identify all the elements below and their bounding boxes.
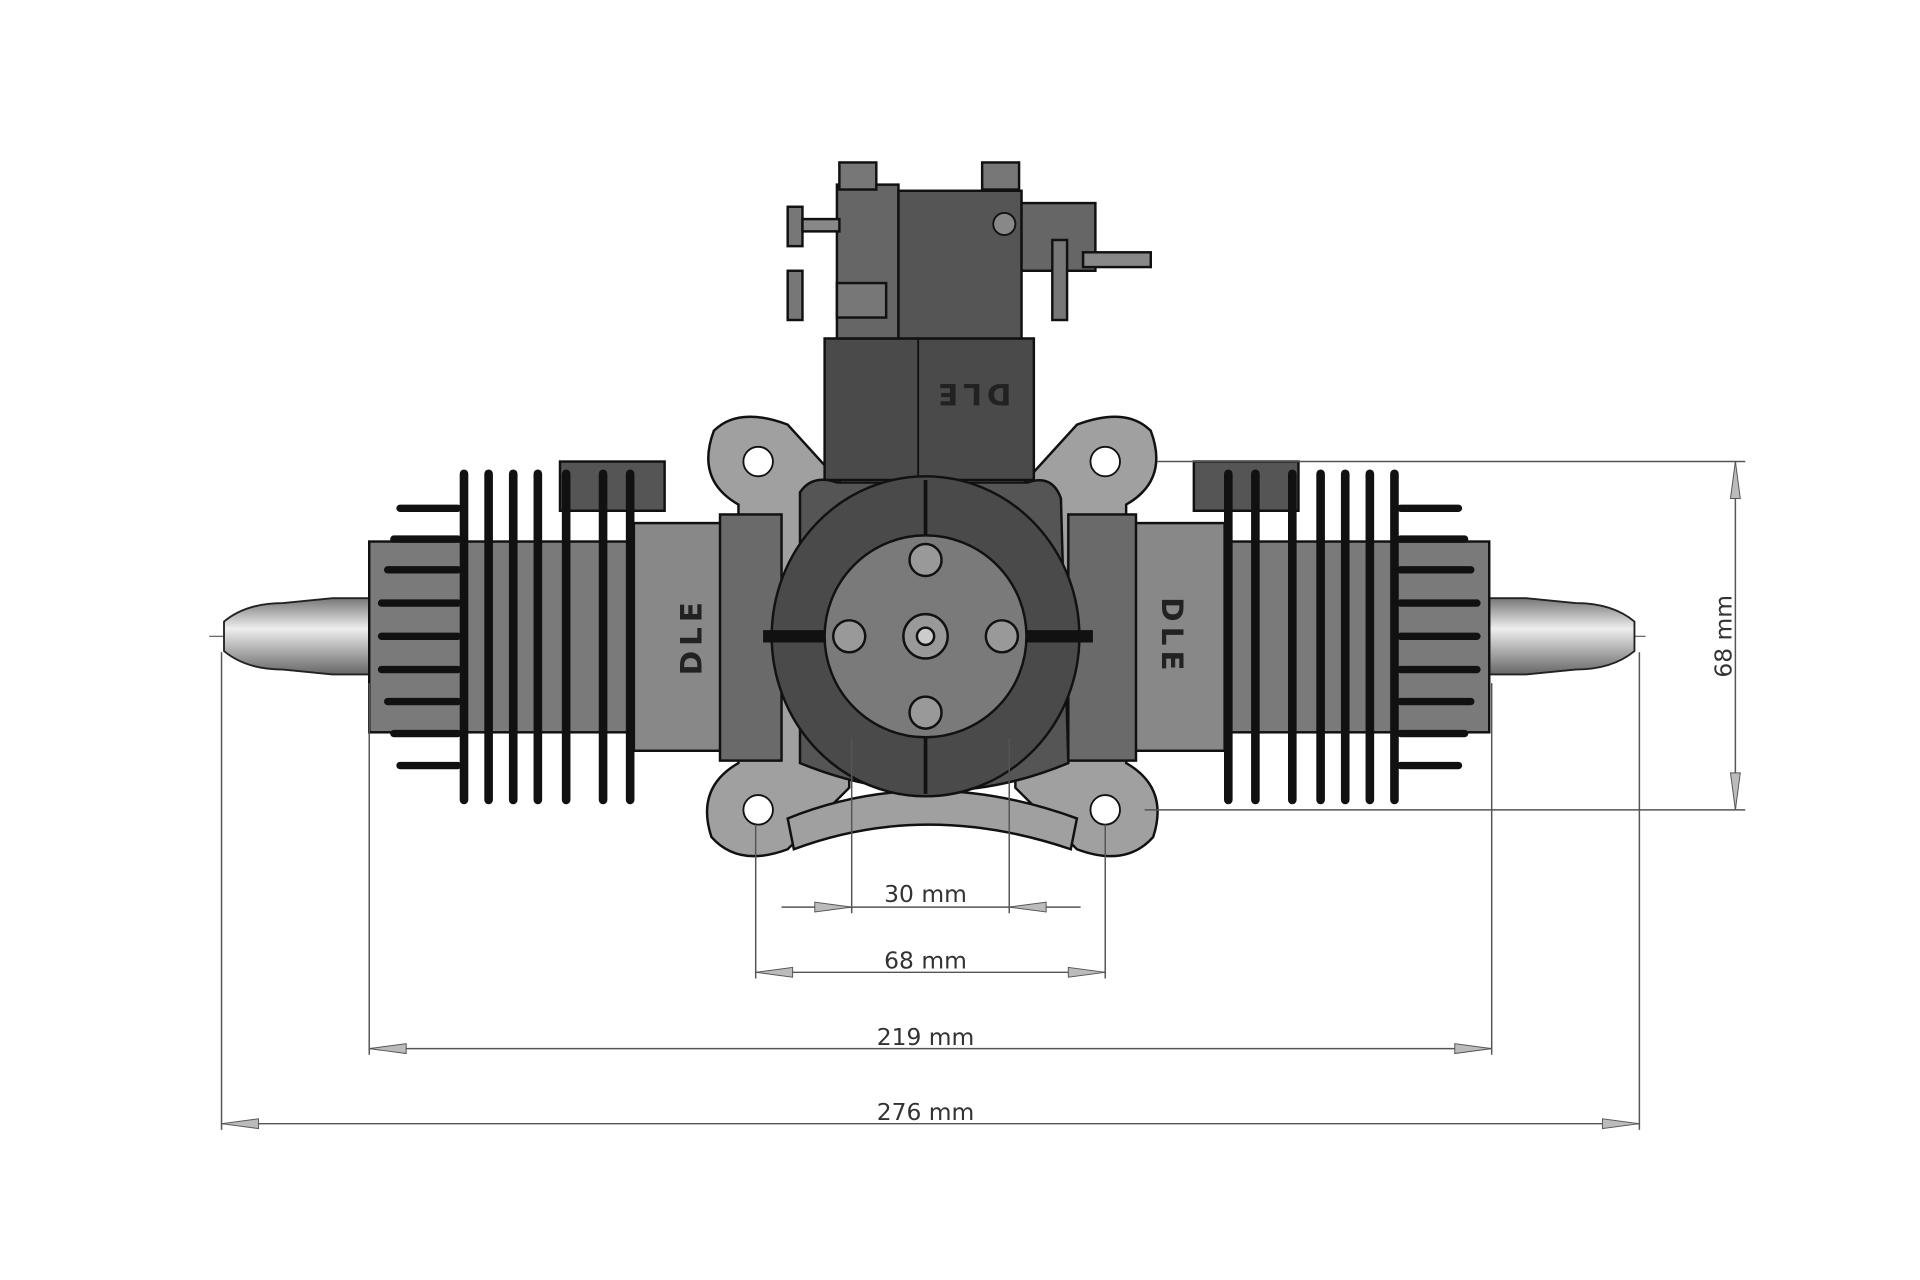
carburetor-logo: DLE	[933, 377, 1011, 411]
spark-plug-left	[223, 597, 371, 676]
dimensions: 276 mm 219 mm 68 mm 30 mm 68 mm	[220, 460, 1746, 1130]
dim-mount-height-label: 68 mm	[1710, 595, 1738, 678]
dim-plug-to-plug: 219 mm	[369, 1023, 1492, 1055]
mount-holes	[742, 445, 1121, 826]
dim-mount-width: 68 mm	[755, 947, 1106, 978]
crankcase	[763, 475, 1093, 798]
hub-bolts	[832, 542, 1020, 730]
carburetor: DLE	[786, 161, 1152, 482]
dim-overall-width-label: 276 mm	[877, 1098, 975, 1126]
dim-bolt-spacing-label: 30 mm	[884, 880, 967, 908]
dim-bolt-spacing: 30 mm	[781, 880, 1081, 913]
dim-mount-height: 68 mm	[1710, 461, 1741, 810]
cylinder-right: DLE	[1067, 460, 1491, 805]
cylinder-right-logo: DLE	[1155, 597, 1189, 675]
dim-overall-width: 276 mm	[221, 1098, 1640, 1130]
cylinder-left-logo: DLE	[675, 597, 709, 675]
engine: DLE DLE	[223, 161, 1636, 858]
cylinder-left: DLE	[368, 460, 783, 805]
dim-mount-width-label: 68 mm	[884, 947, 967, 975]
dim-plug-to-plug-label: 219 mm	[877, 1023, 975, 1051]
spark-plug-right	[1488, 597, 1636, 676]
